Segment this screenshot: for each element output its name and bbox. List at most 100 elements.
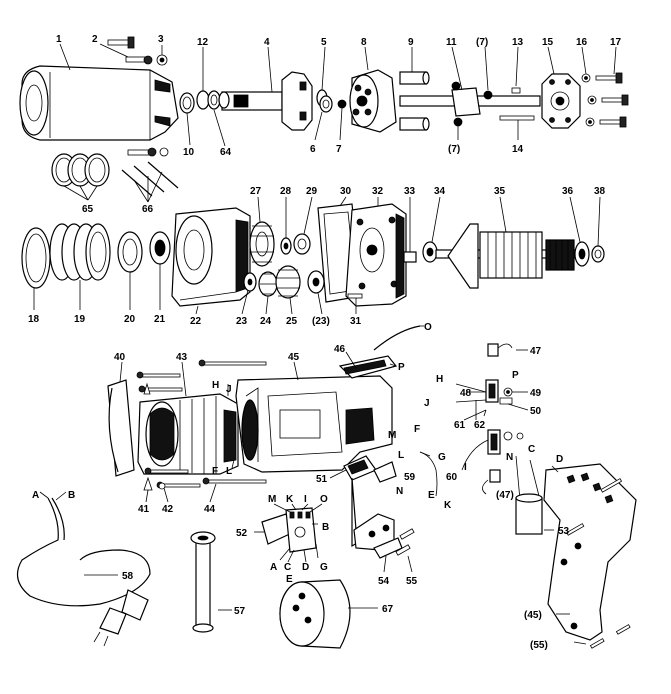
callout-P: P xyxy=(398,362,405,373)
callout-55: 55 xyxy=(406,576,418,587)
callout-7b: (7) xyxy=(448,144,460,155)
callout-24: 24 xyxy=(260,316,272,327)
callout-59: 59 xyxy=(404,472,416,483)
callout-E2: E xyxy=(286,574,293,585)
callout-J: J xyxy=(226,384,232,395)
callout-46: 46 xyxy=(334,344,346,355)
callout-B2: B xyxy=(322,522,329,533)
callout-O2: O xyxy=(320,494,328,505)
part-15-bearing-plate xyxy=(541,73,581,129)
part-22-gear-housing xyxy=(171,207,251,307)
callout-12: 12 xyxy=(197,37,209,48)
callout-N2: N xyxy=(396,486,403,497)
part-12-ring xyxy=(196,90,221,110)
callout-33: 33 xyxy=(404,186,416,197)
part-38-ring xyxy=(591,245,605,263)
callout-7a: (7) xyxy=(476,37,488,48)
callout-O: O xyxy=(424,322,432,333)
callout-K2: K xyxy=(286,494,294,505)
callout-D2: D xyxy=(302,562,309,573)
callout-N: N xyxy=(506,452,513,463)
callout-3: 3 xyxy=(158,34,164,45)
callout-A: A xyxy=(32,490,39,501)
callout-62: 62 xyxy=(474,420,486,431)
callout-M: M xyxy=(388,430,396,441)
callout-45b: (45) xyxy=(524,610,542,621)
callout-K: K xyxy=(444,500,452,511)
callout-42: 42 xyxy=(162,504,174,515)
part-57-boot xyxy=(190,531,216,633)
part-47-carbon-brush xyxy=(487,343,513,357)
callout-labels: 1 2 3 4 5 6 7 8 9 10 11 (7) (7) 12 13 14… xyxy=(28,34,622,651)
callout-61: 61 xyxy=(454,420,466,431)
part-6-washer xyxy=(319,95,333,113)
callout-I2: I xyxy=(304,494,307,505)
callout-L2: L xyxy=(398,450,404,461)
callout-23: 23 xyxy=(236,316,248,327)
callout-17: 17 xyxy=(610,37,622,48)
callout-44: 44 xyxy=(204,504,216,515)
part-wires xyxy=(419,439,541,501)
part-8-clutch-body xyxy=(349,69,397,133)
callout-55b: (55) xyxy=(530,640,548,651)
part-3-washer xyxy=(156,54,168,66)
callout-H2: H xyxy=(436,374,443,385)
callout-8: 8 xyxy=(361,37,367,48)
callout-J2: J xyxy=(424,398,430,409)
callout-41: 41 xyxy=(138,504,150,515)
callout-C: C xyxy=(528,444,535,455)
callout-L: L xyxy=(226,466,232,477)
part-65-o-rings xyxy=(51,153,110,187)
callout-67: 67 xyxy=(382,604,394,615)
part-23b-bearing xyxy=(307,270,325,294)
callout-36: 36 xyxy=(562,186,574,197)
part-41-nut xyxy=(143,476,153,491)
callout-43: 43 xyxy=(176,352,188,363)
callout-A2: A xyxy=(270,562,277,573)
part-53-capacitor xyxy=(515,493,543,535)
callout-27: 27 xyxy=(250,186,262,197)
callout-6: 6 xyxy=(310,144,316,155)
callout-53: 53 xyxy=(558,526,570,537)
callout-66: 66 xyxy=(142,204,154,215)
callout-5: 5 xyxy=(321,37,327,48)
callout-54: 54 xyxy=(378,576,390,587)
part-46-switch-lock xyxy=(338,325,421,379)
part-23-bearing xyxy=(243,272,257,292)
callout-10: 10 xyxy=(183,147,195,158)
callout-30: 30 xyxy=(340,186,352,197)
callout-22: 22 xyxy=(190,316,202,327)
part-54-trigger-plate xyxy=(353,513,403,559)
callout-32: 32 xyxy=(372,186,384,197)
part-40-brush-cover xyxy=(107,379,135,477)
callout-19: 19 xyxy=(74,314,86,325)
part-20-ring xyxy=(117,231,143,273)
part-21-bearing xyxy=(149,231,171,265)
callout-B: B xyxy=(68,490,75,501)
callout-23b: (23) xyxy=(312,316,330,327)
part-48-brush-holder xyxy=(485,379,499,403)
callout-31: 31 xyxy=(350,316,362,327)
callout-52: 52 xyxy=(236,528,248,539)
callout-F2: F xyxy=(414,424,420,435)
callout-28: 28 xyxy=(280,186,292,197)
part-17-screws xyxy=(595,72,629,128)
callout-E: E xyxy=(428,490,435,501)
part-36-bearing xyxy=(574,241,590,267)
part-13-key xyxy=(511,87,521,94)
callout-G2: G xyxy=(320,562,328,573)
part-handle-screws xyxy=(566,478,631,649)
part-45b-handle-half xyxy=(543,463,637,641)
part-42-screw xyxy=(158,482,166,490)
part-9-pins xyxy=(399,71,430,131)
part-28-washer xyxy=(280,237,292,255)
callout-49: 49 xyxy=(530,388,542,399)
callout-G: G xyxy=(438,452,446,463)
callout-45: 45 xyxy=(288,352,300,363)
callout-18: 18 xyxy=(28,314,40,325)
part-67-plug-adapter xyxy=(279,579,351,649)
callout-29: 29 xyxy=(306,186,318,197)
callout-2: 2 xyxy=(92,34,98,45)
part-49-screw xyxy=(503,387,513,397)
